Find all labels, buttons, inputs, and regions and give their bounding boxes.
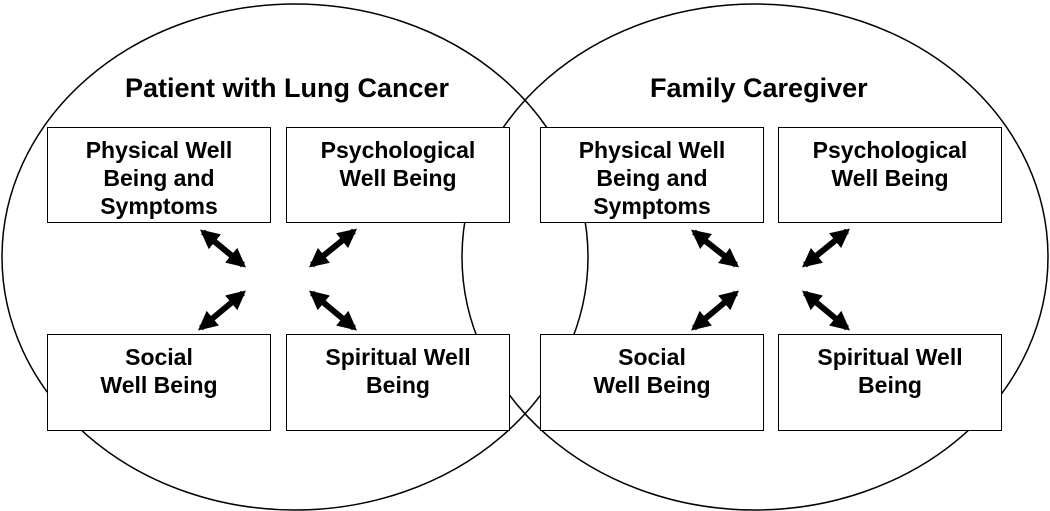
patient-physical-label: Physical Well Being and Symptoms <box>85 137 233 219</box>
patient-spiritual-box: Spiritual Well Being <box>286 334 510 431</box>
patient-arrow-psychological <box>309 228 357 268</box>
caregiver-physical-label: Physical Well Being and Symptoms <box>578 137 726 219</box>
patient-arrow-spiritual <box>309 290 357 331</box>
caregiver-spiritual-box: Spiritual Well Being <box>778 334 1002 431</box>
caregiver-arrow-psychological <box>802 228 850 268</box>
patient-arrow-physical <box>200 229 246 268</box>
patient-title: Patient with Lung Cancer <box>125 73 450 103</box>
patient-spiritual-label: Spiritual Well Being <box>325 344 471 398</box>
patient-psychological-label: Psychological Well Being <box>320 137 476 191</box>
caregiver-arrow-spiritual <box>802 290 850 331</box>
patient-psychological-box: Psychological Well Being <box>286 127 510 223</box>
caregiver-social-label: Social Well Being <box>593 344 711 398</box>
caregiver-title: Family Caregiver <box>650 73 868 103</box>
caregiver-social-box: Social Well Being <box>540 334 764 431</box>
caregiver-arrow-physical <box>690 229 740 268</box>
patient-social-label: Social Well Being <box>100 344 218 398</box>
patient-physical-box: Physical Well Being and Symptoms <box>47 127 271 223</box>
patient-arrow-social <box>198 290 246 331</box>
caregiver-physical-box: Physical Well Being and Symptoms <box>540 127 764 223</box>
patient-circle <box>1 3 589 511</box>
caregiver-psychological-label: Psychological Well Being <box>812 137 968 191</box>
caregiver-arrow-social <box>691 290 739 331</box>
caregiver-spiritual-label: Spiritual Well Being <box>817 344 963 398</box>
patient-social-box: Social Well Being <box>47 334 271 431</box>
caregiver-circle <box>461 3 1049 511</box>
caregiver-psychological-box: Psychological Well Being <box>778 127 1002 223</box>
